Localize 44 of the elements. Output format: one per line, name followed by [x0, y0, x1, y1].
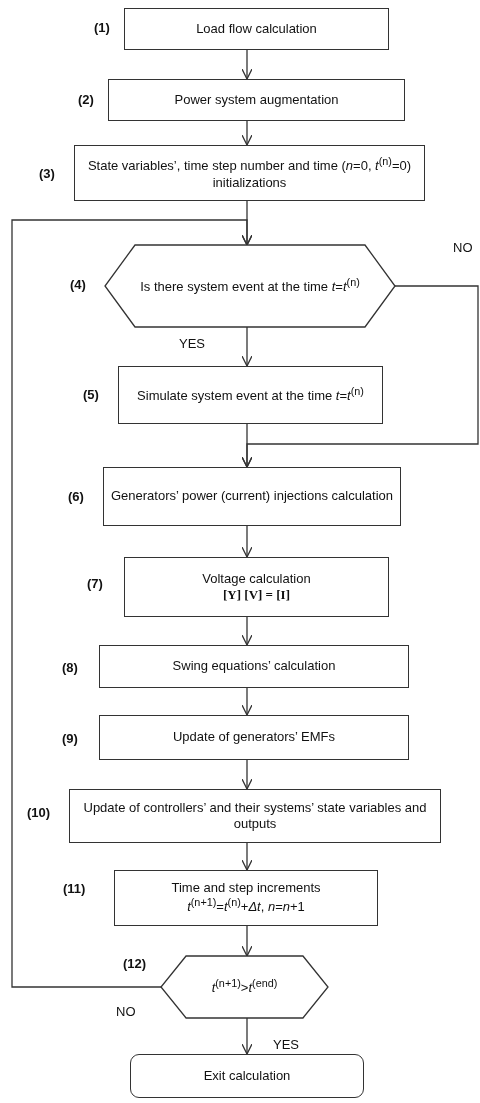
box-text: Time and step increments: [170, 880, 322, 897]
step-number: (12): [123, 956, 147, 973]
step-number: (8): [62, 660, 78, 677]
step-number: (6): [68, 489, 84, 506]
arrow: [241, 120, 253, 146]
box-text: Simulate system event at the time t=t$^{(n)}$: [136, 385, 365, 405]
step-number: (10): [27, 805, 51, 822]
terminal-box: [130, 1054, 364, 1098]
box-text: Is there system event at the time t=t$^{(n)}$: [139, 276, 361, 296]
step-number: (3): [39, 166, 55, 183]
box-text: Update of generators’ EMFs: [171, 729, 337, 746]
box-text: Update of controllers’ and their systems’ state variables and outputs: [82, 799, 428, 833]
box-text: State variables’, time step number and time (n=0, t$^{(n)}$=0) initializations: [86, 155, 413, 191]
arrow: [241, 49, 253, 80]
box-text: Load flow calculation: [195, 20, 318, 38]
step-number: (2): [78, 92, 94, 109]
arrow: [241, 687, 253, 716]
box-text: Exit calculation: [202, 1067, 292, 1085]
step-number: (4): [70, 277, 86, 294]
arrow: [241, 925, 253, 957]
step-number: (5): [83, 387, 99, 404]
box-text: Voltage calculation: [201, 570, 312, 587]
step-number: (9): [62, 731, 78, 748]
arrow: [241, 423, 253, 468]
box-text: [Y] [V] = [I]: [222, 587, 291, 604]
box-text: Power system augmentation: [173, 91, 340, 109]
arrow: [241, 1017, 253, 1055]
arrow: [241, 525, 253, 558]
arrow: [241, 759, 253, 790]
box-text: t$^{(n+1)}$>t$^{(end)}$: [210, 977, 279, 997]
arrow: [11, 219, 253, 988]
step-number: (7): [87, 576, 103, 593]
arrow: [241, 616, 253, 646]
box-text: t$^{(n+1)}$=t$^{(n)}$+Δt, n=n+1: [186, 896, 306, 916]
edge-label: YES: [178, 336, 206, 351]
box-text: Generators’ power (current) injections calculation: [109, 488, 394, 505]
box-text: Swing equations’ calculation: [171, 658, 337, 675]
step-number: (11): [63, 881, 86, 898]
arrow: [241, 842, 253, 871]
edge-label: YES: [272, 1037, 300, 1052]
edge-label: NO: [115, 1004, 137, 1019]
edge-label: NO: [452, 240, 474, 255]
arrow: [241, 326, 253, 367]
step-number: (1): [94, 20, 110, 37]
